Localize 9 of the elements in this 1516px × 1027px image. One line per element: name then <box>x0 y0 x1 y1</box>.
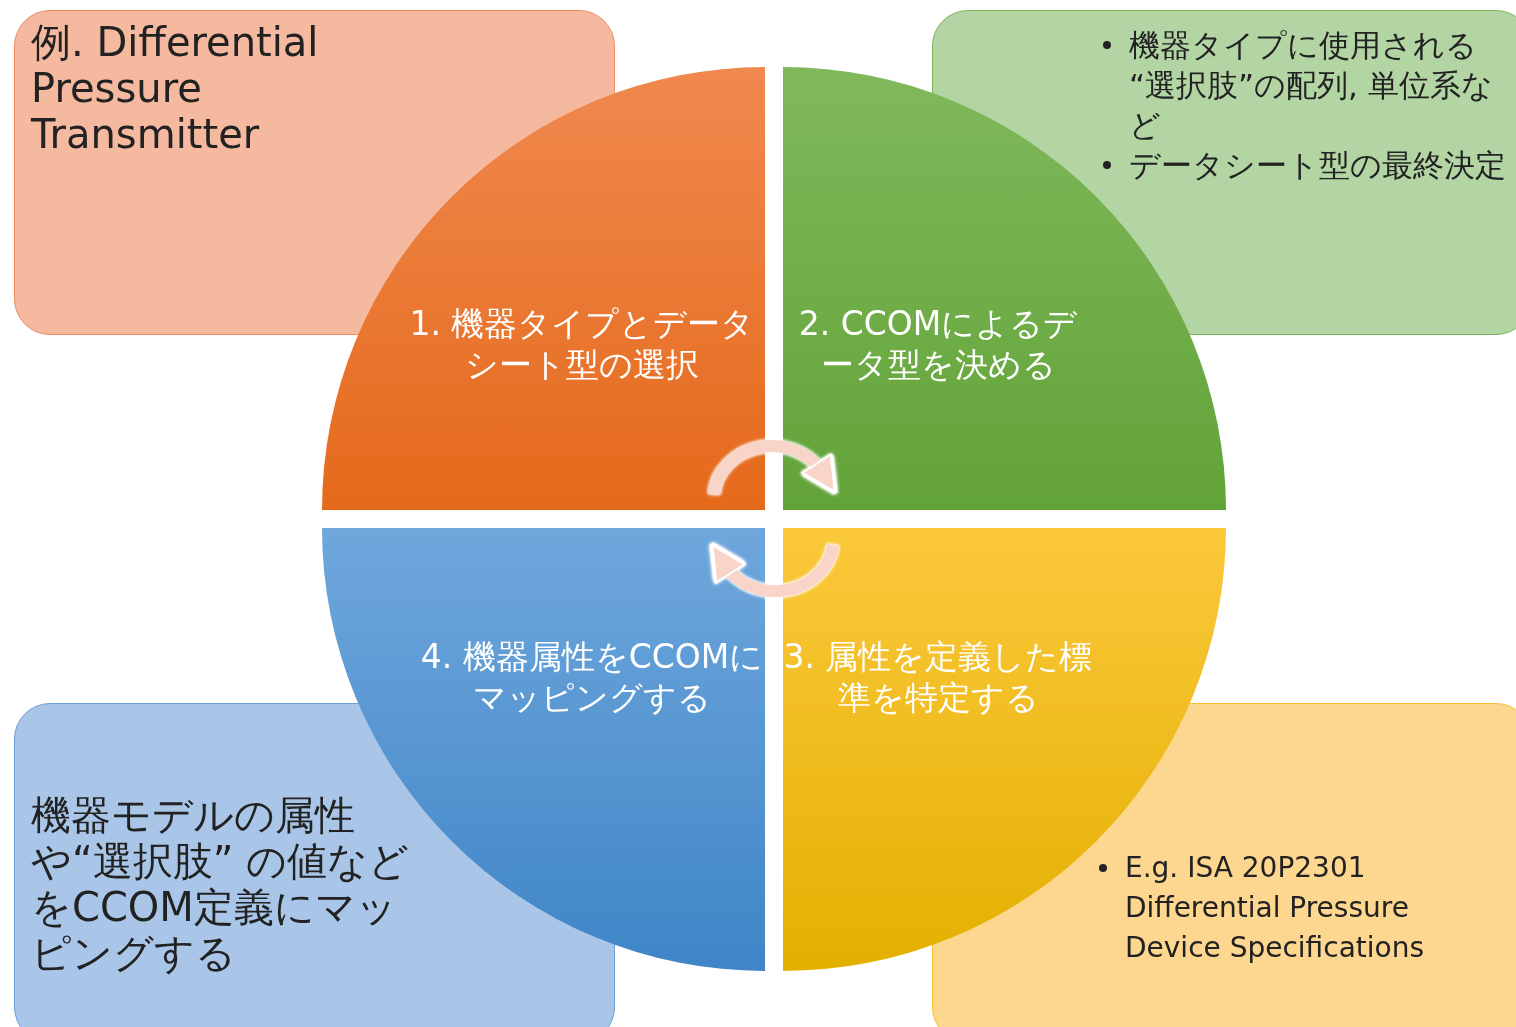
step-text: 3. 属性を定義した標準を特定する <box>783 636 1093 718</box>
step-text: 1. 機器タイプとデータシート型の選択 <box>408 303 756 385</box>
step-text: 4. 機器属性をCCOMにマッピングする <box>419 636 765 718</box>
step-text: 2. CCOMによるデータ型を決める <box>797 303 1079 385</box>
bullet-text: E.g. ISA 20P2301 Differential Pressure Device Specifications <box>1125 851 1425 964</box>
note-text: 例. Differential Pressure Transmitter <box>31 19 320 157</box>
bullet-text: 機器タイプに使用される “選択肢”の配列, 単位系など <box>1129 27 1493 143</box>
note-text: 機器モデルの属性や“選択肢” の値などをCCOM定義にマッピングする <box>31 792 411 976</box>
bullet-text: データシート型の最終決定 <box>1129 147 1506 183</box>
